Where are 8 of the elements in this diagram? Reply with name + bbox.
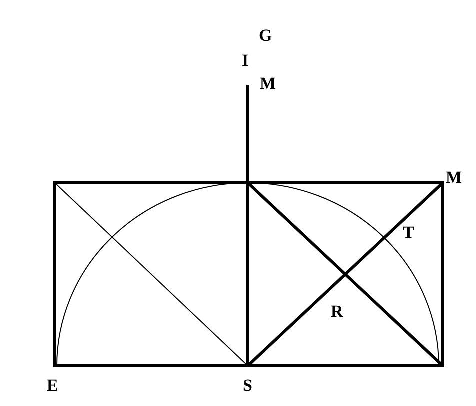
- point-label: T: [403, 224, 414, 241]
- point-label: M: [446, 169, 462, 186]
- point-label: S: [243, 377, 252, 394]
- point-label: I: [242, 52, 249, 69]
- point-label: R: [331, 303, 344, 320]
- point-label: E: [47, 377, 58, 394]
- point-label: G: [259, 27, 272, 44]
- point-label: M: [260, 75, 276, 92]
